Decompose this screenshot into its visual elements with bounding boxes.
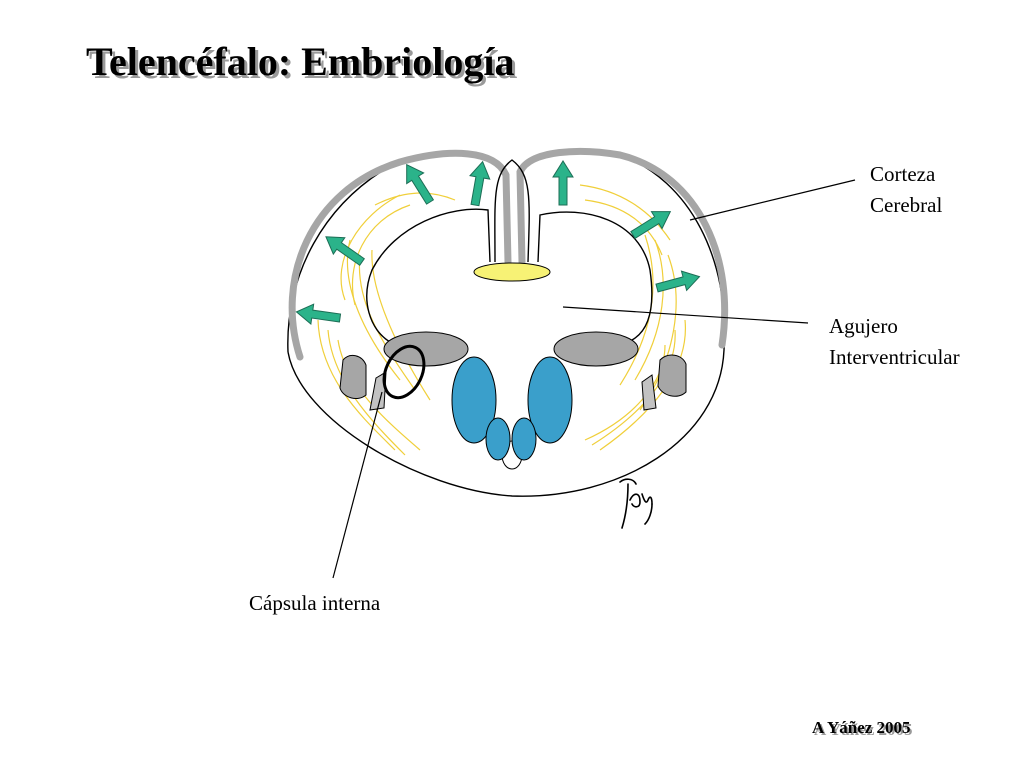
cortex-right bbox=[516, 147, 729, 349]
label-agujero-line-2: Interventricular bbox=[829, 345, 960, 369]
lateral-nucleus-right bbox=[657, 354, 687, 397]
migration-arrows bbox=[295, 160, 701, 325]
green-arrow-icon bbox=[325, 236, 365, 266]
signature-mark bbox=[619, 478, 653, 529]
green-arrow-icon bbox=[552, 160, 574, 206]
leader-line-capsula bbox=[332, 391, 383, 579]
gray-nucleus-left bbox=[383, 331, 469, 367]
midline-fold bbox=[494, 159, 530, 263]
green-arrow-icon bbox=[655, 270, 701, 293]
label-capsula-interna: Cápsula interna bbox=[249, 591, 381, 615]
author-credit: A Yáñez 2005 bbox=[812, 718, 911, 737]
interventricular-foramen bbox=[473, 262, 551, 282]
label-corteza-line-1: Corteza bbox=[870, 162, 936, 186]
green-arrow-icon bbox=[295, 303, 342, 325]
label-agujero-interventricular: Agujero Interventricular bbox=[829, 311, 960, 373]
leader-line-agujero bbox=[562, 306, 809, 324]
claustrum-left bbox=[369, 371, 387, 411]
label-agujero-line-1: Agujero bbox=[829, 314, 898, 338]
label-corteza-cerebral: Corteza Cerebral bbox=[870, 159, 942, 221]
basal-nucleus-right bbox=[527, 356, 573, 444]
basal-nucleus-left bbox=[451, 356, 497, 444]
ventricle-outline-right bbox=[537, 211, 653, 341]
label-corteza-line-2: Cerebral bbox=[870, 193, 943, 217]
green-arrow-icon bbox=[630, 211, 672, 240]
cortex-left bbox=[288, 149, 512, 361]
leader-line-corteza bbox=[689, 179, 856, 221]
green-arrow-icon bbox=[406, 163, 435, 205]
basal-nucleus-small-right bbox=[511, 417, 537, 461]
internal-capsule-circle bbox=[382, 344, 426, 400]
basal-nucleus-small-left bbox=[485, 417, 511, 461]
gray-nucleus-right bbox=[553, 331, 639, 367]
lateral-nucleus-left bbox=[339, 354, 367, 399]
ventricle-outline-left bbox=[366, 208, 491, 343]
slide-title: Telencéfalo: Embriología bbox=[86, 39, 515, 84]
fiber-bundles bbox=[317, 184, 686, 456]
green-arrow-icon bbox=[469, 160, 491, 207]
brain-outline bbox=[287, 154, 726, 497]
claustrum-right bbox=[641, 374, 657, 411]
